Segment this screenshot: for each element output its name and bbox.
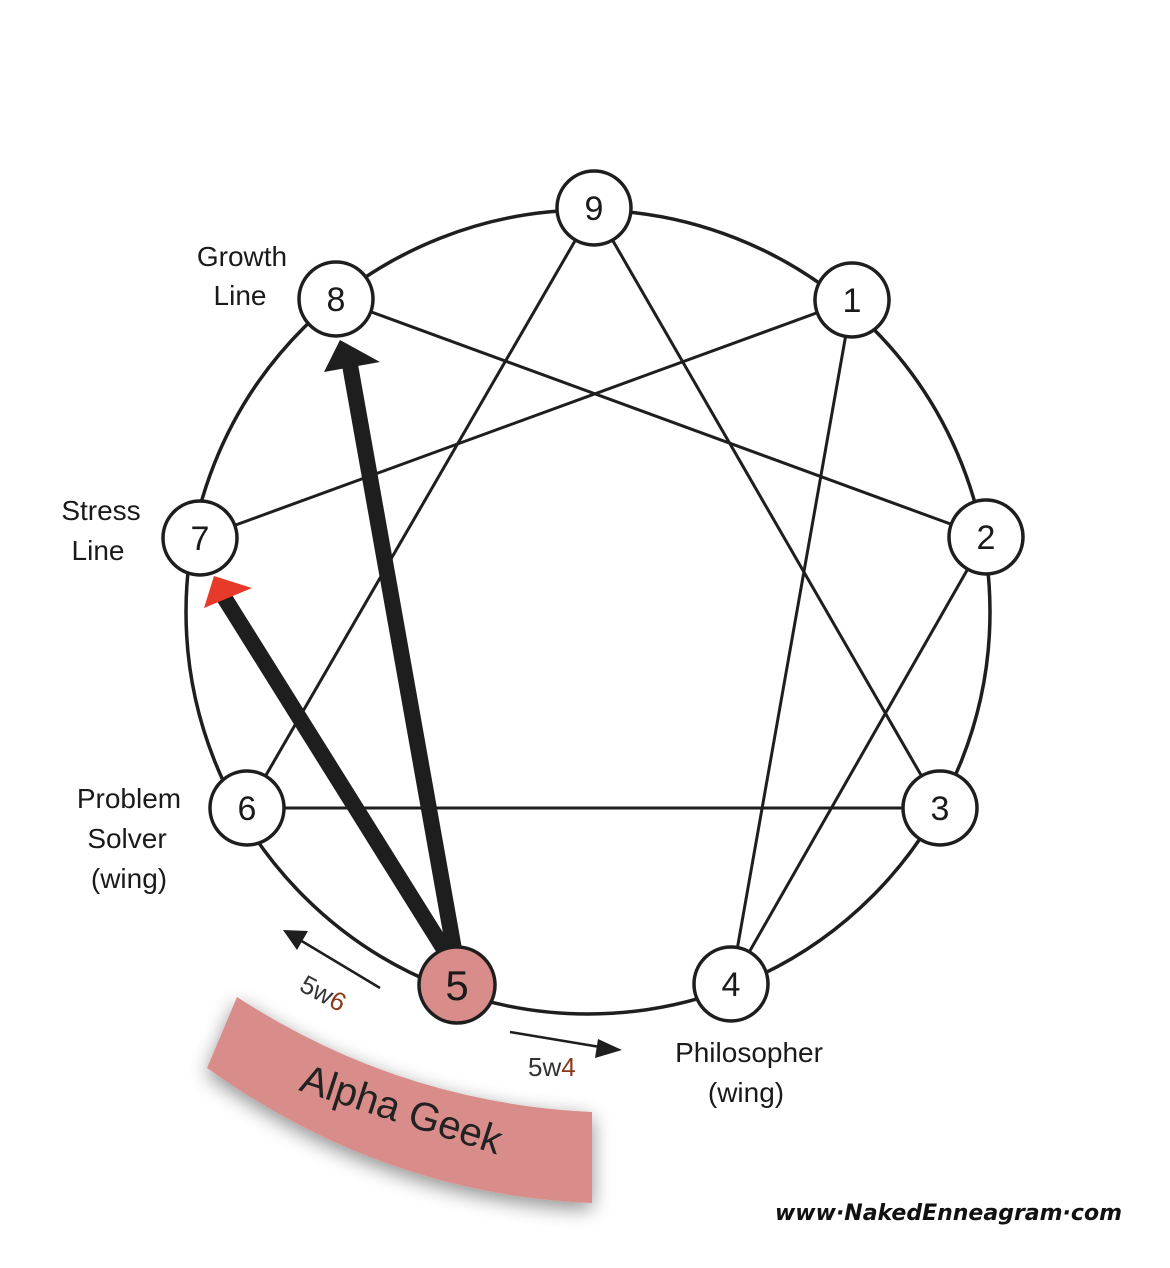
stress-arrowhead <box>204 576 252 608</box>
line-7-1 <box>199 298 853 540</box>
line-1-4 <box>729 299 854 985</box>
wing-arrow-right-head <box>595 1039 622 1058</box>
node-8-label: 8 <box>327 281 346 319</box>
problem-solver-line1: Problem <box>77 783 181 814</box>
wing-right-number: 4 <box>561 1052 575 1082</box>
node-4-circle <box>692 945 770 1023</box>
growth-line-label: Growth Line <box>197 241 287 311</box>
growth-label-line1: Growth <box>197 241 287 272</box>
hexad-lines <box>199 297 988 985</box>
node-circles <box>161 169 1025 1025</box>
wing-arrow-right-shaft <box>509 1030 601 1049</box>
alpha-geek-banner: Alpha Geek <box>207 997 592 1203</box>
node-numbers: 9 1 2 3 4 5 6 7 8 <box>191 190 996 1009</box>
node-7-label: 7 <box>191 520 210 558</box>
node-3-circle <box>901 769 979 847</box>
growth-arrowhead <box>324 340 380 372</box>
node-5-circle <box>417 945 497 1025</box>
philosopher-label: Philosopher (wing) <box>675 1037 823 1108</box>
node-1-label: 1 <box>843 282 862 320</box>
wing-label-right: 5w4 <box>528 1052 576 1082</box>
problem-solver-line3: (wing) <box>91 863 167 894</box>
growth-line-arrow <box>324 340 463 957</box>
node-8-circle <box>297 260 375 338</box>
problem-solver-label: Problem Solver (wing) <box>77 783 181 894</box>
wing-arrow-left-shaft <box>299 938 381 990</box>
growth-line <box>342 363 463 957</box>
wing-arrow-left: 5w6 <box>283 930 381 1018</box>
website-url: www·NakedEnneagram·com <box>775 1201 1122 1226</box>
node-6-label: 6 <box>238 790 257 828</box>
line-9-3 <box>592 207 942 809</box>
node-1-circle <box>813 261 891 339</box>
wing-right-prefix: 5w <box>528 1052 561 1082</box>
line-2-8 <box>335 297 987 539</box>
node-7-circle <box>161 499 239 577</box>
philosopher-line1: Philosopher <box>675 1037 823 1068</box>
growth-label-line2: Line <box>214 280 267 311</box>
stress-label-line2: Line <box>72 535 125 566</box>
node-4-label: 4 <box>722 966 741 1004</box>
node-2-label: 2 <box>977 519 996 557</box>
stress-line <box>215 589 459 967</box>
stress-label-line1: Stress <box>61 495 140 526</box>
line-6-9 <box>245 207 596 809</box>
problem-solver-line2: Solver <box>87 823 166 854</box>
stress-line-label: Stress Line <box>61 495 140 566</box>
wing-arrow-right: 5w4 <box>509 1030 622 1082</box>
wing-arrow-left-head <box>283 930 308 950</box>
line-4-2 <box>729 536 988 985</box>
node-9-label: 9 <box>585 190 604 228</box>
wing-label-left: 5w6 <box>295 969 351 1018</box>
node-9-circle <box>555 169 633 247</box>
stress-line-arrow <box>204 576 459 967</box>
banner-shape <box>207 997 592 1203</box>
node-5-label: 5 <box>445 962 468 1009</box>
node-3-label: 3 <box>931 790 950 828</box>
node-6-circle <box>208 769 286 847</box>
philosopher-line2: (wing) <box>708 1077 784 1108</box>
node-2-circle <box>947 498 1025 576</box>
